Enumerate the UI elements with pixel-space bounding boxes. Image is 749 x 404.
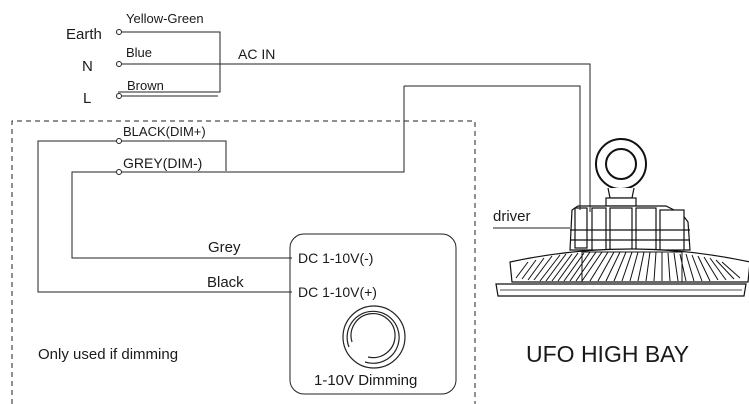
driver-label: driver	[493, 208, 531, 225]
n-terminal	[116, 61, 122, 67]
dimming-note: Only used if dimming	[38, 346, 178, 363]
grey-lead-label: GREY(DIM-)	[123, 155, 202, 171]
terminal-markers	[116, 29, 122, 175]
dimmer-pos-terminal: DC 1-10V(+)	[298, 284, 377, 300]
earth-wire-color: Yellow-Green	[126, 11, 204, 26]
ufo-high-bay-icon	[495, 138, 749, 297]
n-label: N	[82, 58, 93, 75]
fixture-name: UFO HIGH BAY	[526, 341, 689, 367]
black-lead-label: BLACK(DIM+)	[123, 124, 206, 139]
grey-terminal	[116, 169, 122, 175]
black-terminal	[116, 138, 122, 144]
dimmer-neg-terminal: DC 1-10V(-)	[298, 250, 373, 266]
earth-label: Earth	[66, 26, 102, 43]
grey-wire-label: Grey	[208, 239, 241, 256]
earth-terminal	[116, 29, 122, 35]
black-wire-label: Black	[207, 274, 244, 291]
dimmer-label: 1-10V Dimming	[314, 372, 417, 389]
l-wire-color: Brown	[127, 78, 164, 93]
dimmer-knob-icon	[342, 305, 406, 369]
n-wire-color: Blue	[126, 45, 152, 60]
dimming-region-border	[11, 120, 476, 404]
l-label: L	[83, 90, 91, 107]
l-terminal	[116, 93, 122, 99]
ac-in-label: AC IN	[238, 46, 275, 62]
